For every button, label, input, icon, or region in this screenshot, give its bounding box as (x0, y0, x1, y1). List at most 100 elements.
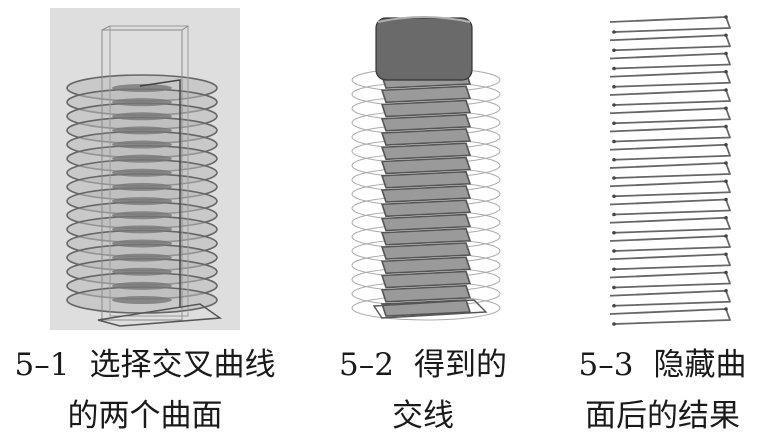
curve-turn (609, 89, 731, 106)
curve-node (724, 69, 728, 74)
curve-turn (380, 185, 472, 203)
box-edge (109, 25, 189, 317)
curve-turn (380, 99, 472, 118)
curve-turn (609, 216, 731, 234)
curve-node (724, 288, 728, 293)
figure-number: 5–3 (578, 347, 634, 383)
figure-5-1-drawing (50, 8, 240, 330)
curve-node (612, 249, 616, 253)
core-segment (112, 182, 172, 191)
curve-node (612, 322, 616, 326)
curve-node (724, 215, 728, 220)
curve-node (724, 15, 728, 19)
curve-turn (609, 289, 731, 307)
curve-node (724, 270, 728, 275)
curve-node (612, 157, 616, 162)
curve-turn (380, 85, 472, 104)
intersection-curve (380, 71, 472, 317)
curve-turn (380, 242, 472, 260)
curve-turn (609, 52, 731, 70)
curve-turn (380, 213, 472, 232)
figure-5-1-image (50, 8, 240, 330)
curve-node (724, 142, 728, 147)
curve-turn (609, 162, 731, 179)
core-segment (112, 225, 172, 234)
curve-turn (609, 308, 731, 325)
curve-turn (380, 113, 472, 132)
curve-node (724, 197, 728, 202)
curve-turn (609, 198, 731, 216)
caption-line-2: 的两个曲面 (67, 398, 223, 434)
curve-turn (380, 256, 472, 275)
curve-node (612, 66, 616, 71)
figure-5-3-image (602, 8, 742, 330)
curve-turn (609, 107, 731, 125)
core-segment (112, 296, 172, 304)
curve-node (724, 161, 728, 165)
seam-line (139, 79, 181, 308)
curve-turn (380, 170, 472, 189)
curve-turn (609, 180, 731, 198)
figure-5-2-image (334, 8, 514, 330)
curve-turn (380, 284, 472, 303)
intersection-core (112, 84, 172, 304)
figure-5-2-drawing (351, 16, 501, 321)
curve-node (612, 103, 616, 107)
curve-node (612, 212, 616, 217)
curve-turn (380, 270, 472, 289)
curve-node (724, 88, 728, 92)
caption-line-1: 选择交叉曲线 (89, 347, 276, 383)
curve-node (612, 121, 616, 126)
figure-number: 5–1 (14, 347, 70, 383)
curve-turn (380, 142, 472, 161)
curve-turn (380, 156, 472, 175)
box-edge (181, 25, 189, 31)
curve-turn (609, 34, 731, 52)
curve-turn (609, 16, 731, 33)
core-segment (112, 239, 172, 248)
core-segment (112, 197, 172, 206)
curve-node (724, 252, 728, 257)
curve-node (612, 48, 616, 53)
figure-5-3-drawing (609, 15, 731, 326)
curve-node (724, 106, 728, 111)
curve-turn (609, 253, 731, 271)
core-segment (112, 126, 172, 135)
curve-node (612, 194, 616, 199)
curve-node (612, 139, 616, 144)
curve-turn (380, 199, 472, 218)
base-edge (97, 303, 223, 327)
core-segment (112, 211, 172, 220)
curve-node (612, 267, 616, 272)
curve-node (612, 30, 616, 34)
box-edge (101, 29, 183, 321)
base-edge (372, 299, 488, 319)
core-segment (112, 168, 172, 177)
box-surface (372, 16, 488, 319)
curve-turn (380, 227, 472, 246)
curve-node (724, 51, 728, 56)
curve-node (724, 33, 728, 38)
caption-line-1: 得到的 (413, 347, 507, 383)
caption-line-2: 交线 (392, 398, 454, 434)
curve-node (612, 176, 616, 180)
curve-node (612, 84, 616, 89)
caption-line-2: 面后的结果 (585, 398, 740, 434)
curve-node (612, 285, 616, 290)
curve-turn (609, 271, 731, 289)
curve-node (724, 234, 728, 238)
core-segment (112, 267, 172, 276)
curve-turn (380, 128, 472, 146)
curve-node (612, 230, 616, 235)
core-segment (112, 154, 172, 163)
box-surface-wireframe (97, 25, 223, 327)
curve-turn (609, 235, 731, 252)
core-segment (112, 84, 172, 92)
spiral-surface (66, 74, 218, 314)
curve-turn (609, 143, 731, 161)
result-curve (609, 15, 731, 326)
core-segment (112, 281, 172, 290)
box-rim (377, 16, 471, 23)
core-segment (112, 253, 172, 262)
